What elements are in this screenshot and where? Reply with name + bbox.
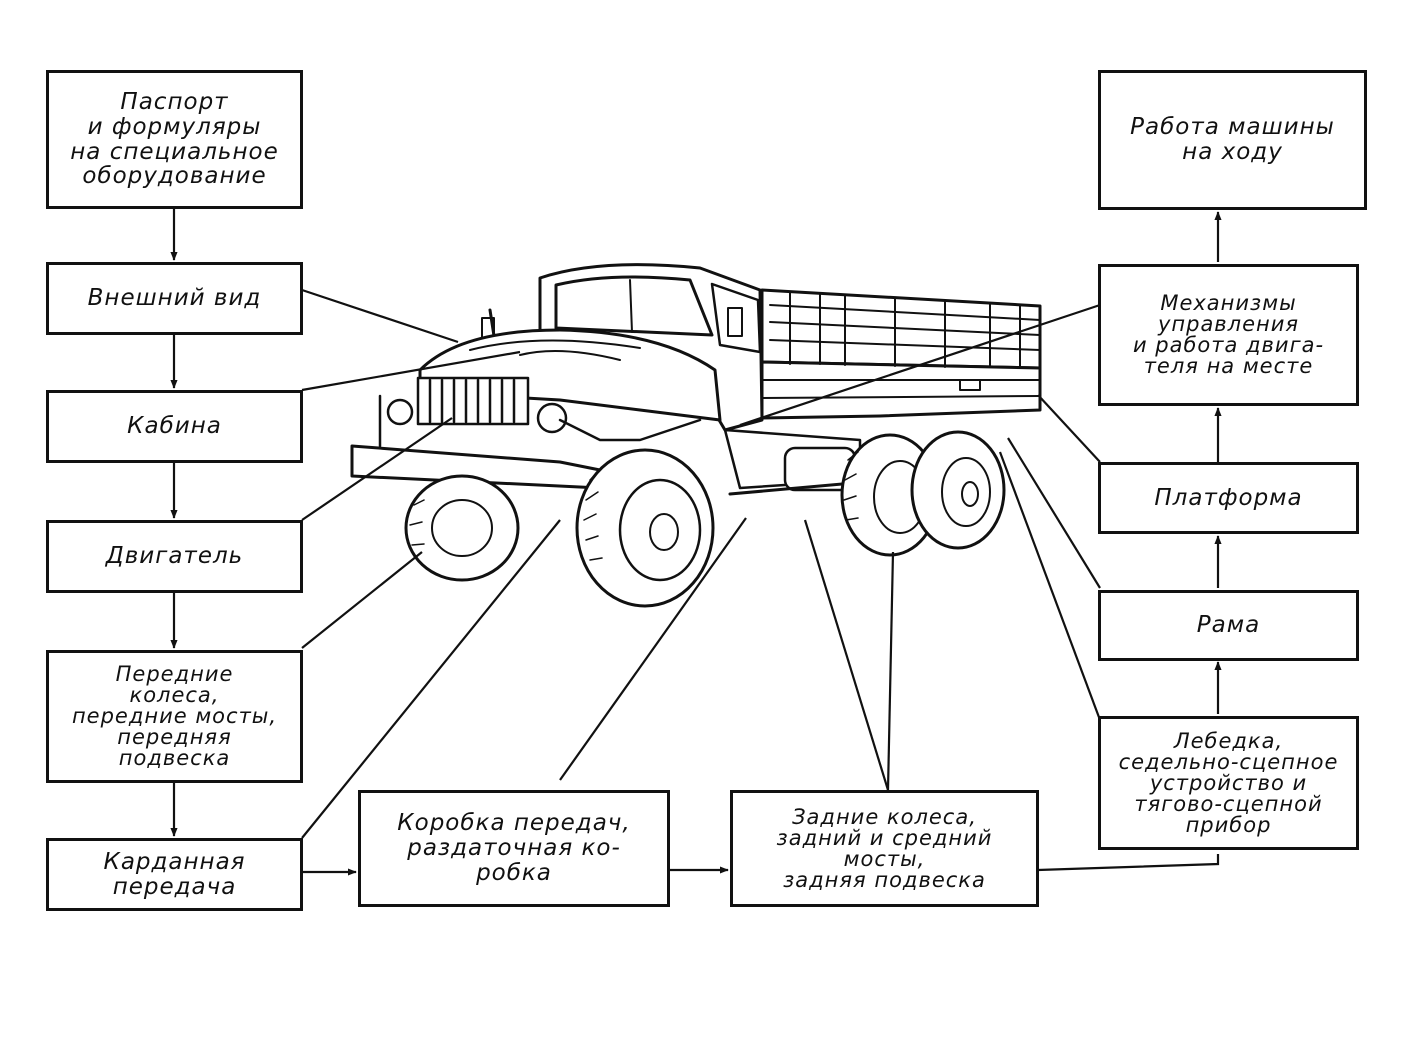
box-cabin: Кабина — [46, 390, 303, 463]
box-frame: Рама — [1098, 590, 1359, 661]
box-platform: Платформа — [1098, 462, 1359, 534]
truck-wheels — [404, 430, 1006, 608]
cargo-platform — [760, 288, 1042, 420]
box-passport: Паспорт и формуляры на специальное обору… — [46, 70, 303, 209]
box-controls: Механизмы управления и работа двига- тел… — [1098, 264, 1359, 406]
truck-illustration — [350, 263, 1042, 608]
box-running: Работа машины на ходу — [1098, 70, 1367, 210]
leader-lines — [301, 288, 1102, 839]
truck-hood — [418, 328, 722, 422]
box-exterior: Внешний вид — [46, 262, 303, 335]
truck-grille — [386, 376, 568, 434]
box-winch: Лебедка, седельно-сцепное устройство и т… — [1098, 716, 1359, 850]
box-rear-wheels: Задние колеса, задний и средний мосты, з… — [730, 790, 1039, 907]
box-gearbox: Коробка передач, раздаточная ко- робка — [358, 790, 670, 907]
box-front-wheels: Передние колеса, передние мосты, передня… — [46, 650, 303, 783]
flow-arrows — [170, 208, 1222, 876]
box-engine: Двигатель — [46, 520, 303, 593]
box-driveshaft: Карданная передача — [46, 838, 303, 911]
